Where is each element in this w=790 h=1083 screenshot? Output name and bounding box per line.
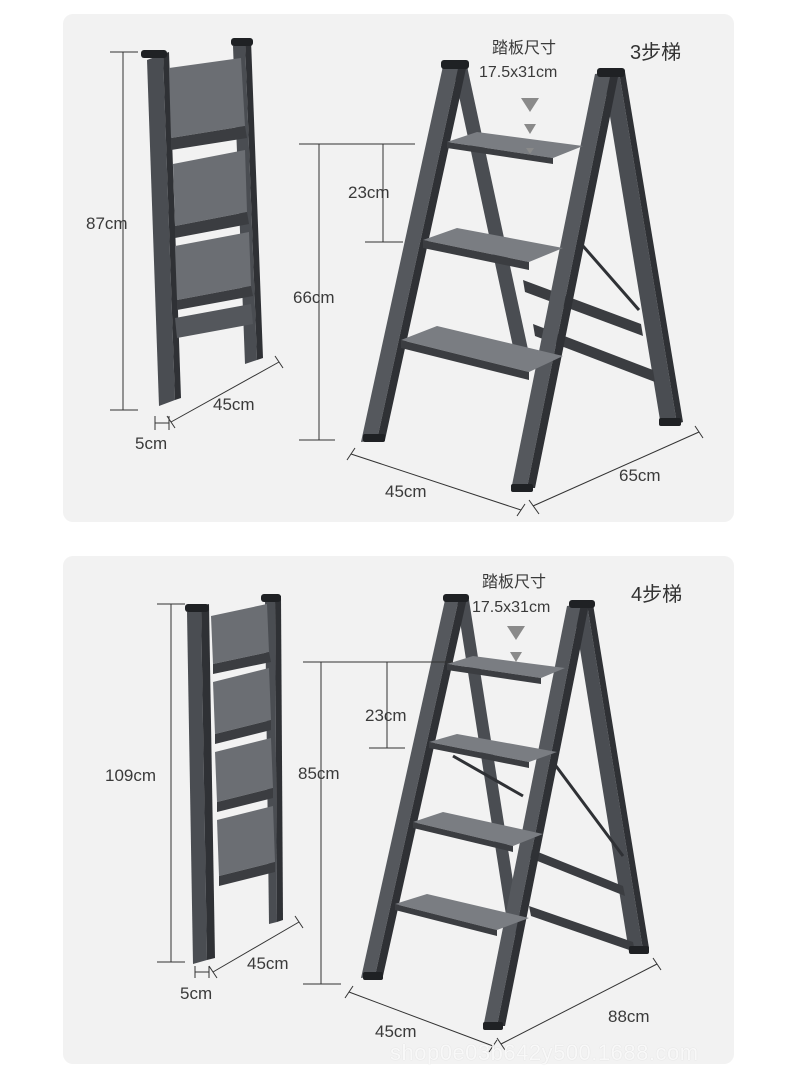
folded-height-label: 109cm	[105, 766, 157, 785]
folded-depth-label: 45cm	[213, 395, 255, 414]
width-label: 45cm	[375, 1022, 417, 1041]
four-step-ladder-illustration	[157, 594, 662, 1053]
open-depth-label: 65cm	[619, 466, 661, 485]
ladder-title: 3步梯	[630, 42, 682, 64]
tread-size-value: 17.5x31cm	[479, 64, 558, 81]
folded-ladder	[141, 38, 263, 406]
folded-thickness-label: 5cm	[180, 984, 213, 1003]
open-ladder	[361, 60, 683, 492]
open-dimension-lines	[299, 143, 704, 517]
folded-depth-label: 45cm	[247, 954, 289, 973]
folded-ladder	[185, 594, 283, 964]
tread-size-value: 17.5x31cm	[472, 599, 551, 616]
top-step-height-label: 66cm	[293, 288, 335, 307]
step-spacing-label: 23cm	[348, 183, 390, 202]
open-depth-label: 88cm	[608, 1007, 650, 1026]
folded-dimension-lines	[110, 51, 284, 430]
three-step-ladder-illustration	[110, 38, 704, 517]
four-step-ladder-panel: 4步梯 踏板尺寸 17.5x31cm 109cm 45cm 5cm 23cm 8…	[63, 556, 734, 1064]
ladder-title: 4步梯	[631, 584, 683, 606]
width-label: 45cm	[385, 482, 427, 501]
open-ladder	[361, 594, 649, 1030]
open-dimension-lines	[303, 661, 662, 1053]
watermark: shop0e03b642y500.1688.com	[390, 1040, 699, 1065]
tread-size-label: 踏板尺寸	[492, 40, 557, 57]
three-step-ladder-panel: 3步梯 踏板尺寸 17.5x31cm 87cm 45cm 5cm 23cm 66…	[63, 14, 734, 522]
folded-height-label: 87cm	[86, 214, 128, 233]
folded-dimension-lines	[157, 603, 304, 979]
step-spacing-label: 23cm	[365, 706, 407, 725]
top-step-height-label: 85cm	[298, 764, 340, 783]
folded-thickness-label: 5cm	[135, 434, 168, 453]
tread-size-label: 踏板尺寸	[482, 574, 547, 591]
